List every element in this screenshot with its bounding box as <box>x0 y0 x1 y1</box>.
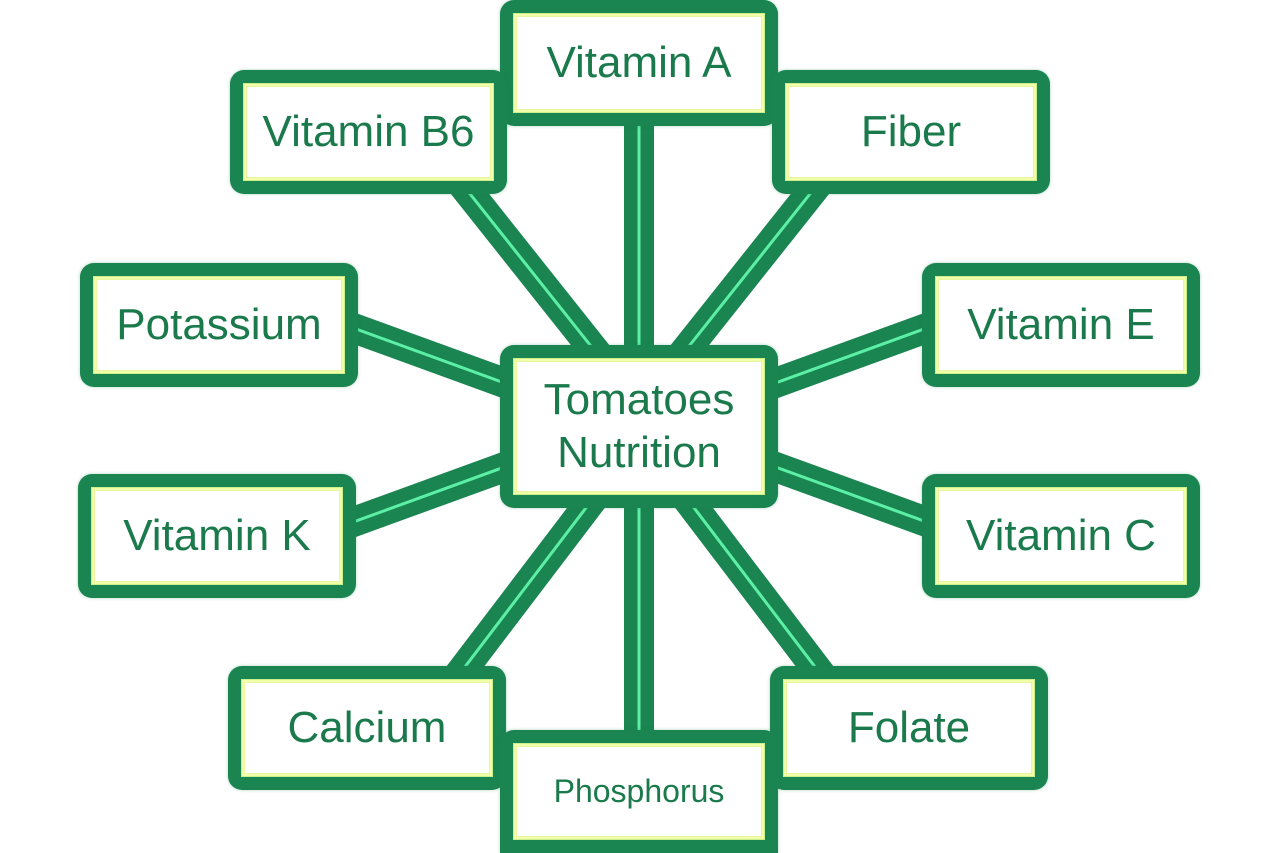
node-vitamin-a: Vitamin A <box>500 0 778 126</box>
node-vitamin-e-box: Vitamin E <box>936 277 1186 373</box>
node-potassium-label: Potassium <box>116 299 322 349</box>
node-fiber-label: Fiber <box>860 106 962 156</box>
node-fiber: Fiber <box>772 70 1050 194</box>
node-folate-label: Folate <box>847 702 971 752</box>
node-calcium-box: Calcium <box>242 680 492 776</box>
node-phosphorus-box: Phosphorus <box>514 744 764 839</box>
node-vitamin-c-label: Vitamin C <box>966 510 1156 560</box>
node-folate-box: Folate <box>784 680 1034 776</box>
center-node-line-2: Nutrition <box>557 427 721 477</box>
connector-highlight-fiber <box>680 174 827 356</box>
node-calcium-label: Calcium <box>287 702 447 752</box>
node-vitamin-a-box: Vitamin A <box>514 14 764 112</box>
node-vitamin-c: Vitamin C <box>922 474 1200 598</box>
node-potassium: Potassium <box>80 263 358 387</box>
node-folate: Folate <box>770 666 1048 790</box>
node-calcium: Calcium <box>228 666 506 790</box>
node-vitamin-a-label: Vitamin A <box>546 37 732 87</box>
center-node-tomatoes-nutrition: Tomatoes Nutrition <box>500 345 778 508</box>
connector-highlight-calcium <box>453 491 600 681</box>
node-vitamin-k: Vitamin K <box>78 474 356 598</box>
connector-highlight-folate <box>680 491 827 681</box>
connector-highlight-vitamin-k <box>344 463 511 527</box>
node-phosphorus: Phosphorus <box>500 730 778 853</box>
node-potassium-box: Potassium <box>94 277 344 373</box>
node-vitamin-b6-label: Vitamin B6 <box>262 106 475 156</box>
node-vitamin-k-box: Vitamin K <box>92 488 342 584</box>
node-vitamin-e: Vitamin E <box>922 263 1200 387</box>
node-vitamin-k-label: Vitamin K <box>123 510 311 560</box>
node-vitamin-b6-box: Vitamin B6 <box>244 84 493 180</box>
center-node-line-1: Tomatoes <box>543 374 735 424</box>
connector-highlight-vitamin-e <box>769 323 936 387</box>
connector-highlight-vitamin-b6 <box>453 174 600 356</box>
center-node-box: Tomatoes Nutrition <box>514 359 764 494</box>
center-node-label: Tomatoes Nutrition <box>544 374 735 480</box>
node-vitamin-c-box: Vitamin C <box>936 488 1186 584</box>
connector-highlight-vitamin-c <box>769 463 936 527</box>
node-vitamin-e-label: Vitamin E <box>967 299 1155 349</box>
node-vitamin-b6: Vitamin B6 <box>230 70 507 194</box>
node-fiber-box: Fiber <box>786 84 1036 180</box>
node-phosphorus-label: Phosphorus <box>553 772 725 809</box>
connector-highlight-potassium <box>344 323 511 387</box>
